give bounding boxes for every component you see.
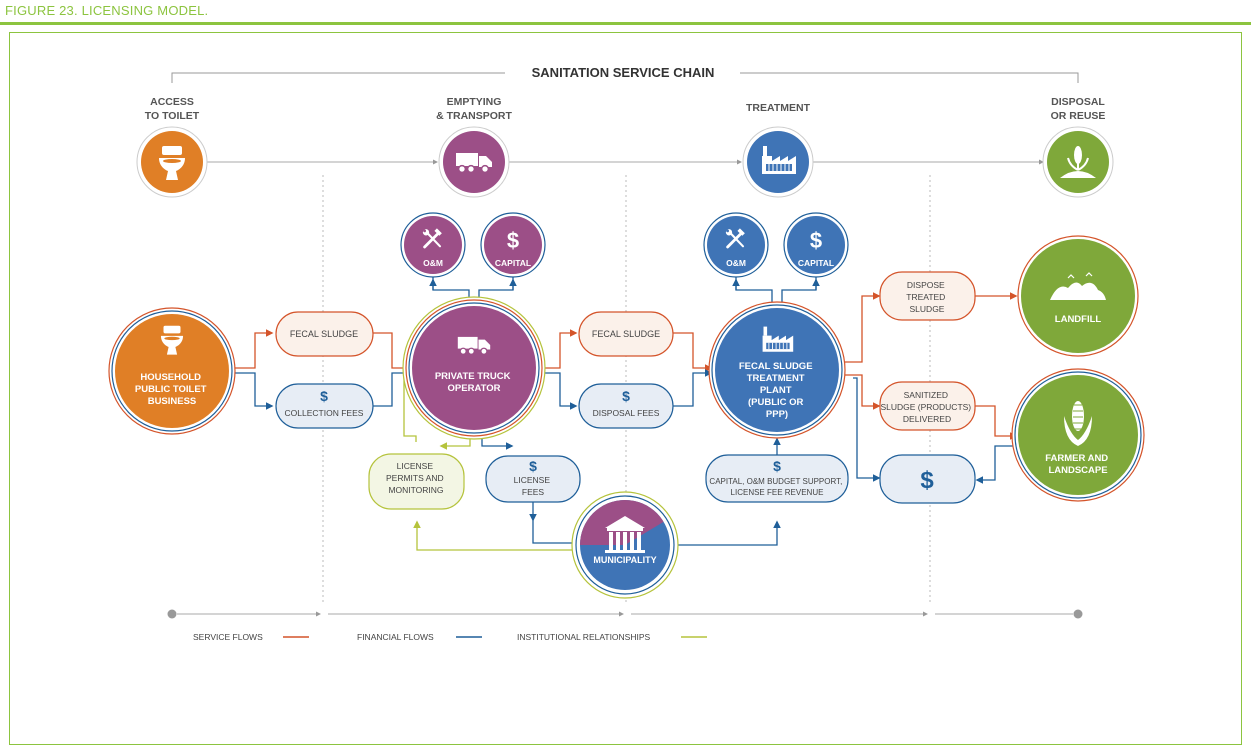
flow-operator-disposal-fees [540,372,578,410]
svg-text:O&M: O&M [423,258,443,268]
svg-text:LANDFILL: LANDFILL [1055,314,1102,325]
box-license-permits: LICENSE PERMITS AND MONITORING [368,453,465,510]
title-rule [0,22,1251,25]
box-fecal-sludge-1: FECAL SLUDGE [275,311,374,357]
flow-fecal2-plant [673,332,713,372]
svg-text:DISPOSAL FEES: DISPOSAL FEES [593,408,660,418]
dollar-icon: $ [920,467,934,494]
box-disposal-fees: $ DISPOSAL FEES [578,383,674,429]
svg-text:PRIVATE TRUCK OPERATOR: PRIVATE TRUCK OPERATOR [435,371,513,394]
node-landfill: LANDFILL [1017,235,1139,357]
node-farmer-landscape: FARMER AND LANDSCAPE [1011,368,1145,502]
figure-title: FIGURE 23. LICENSING MODEL. [5,3,209,18]
flow-sanitized-farmer [975,405,1018,440]
flow-fees-operator [373,369,411,407]
svg-text:CAPITAL: CAPITAL [495,258,531,268]
svg-text:LICENSE FEES: LICENSE FEES [514,475,553,497]
timeline-start-dot [167,609,177,619]
box-fecal-sludge-2: FECAL SLUDGE [578,311,674,357]
dollar-icon: $ [622,388,630,404]
stage-treatment-label: TREATMENT [746,102,811,114]
flow-fecal-operator [373,332,411,372]
flow-municipality-budget [669,520,781,546]
flow-plant-sanitized [843,374,881,410]
legend: SERVICE FLOWS FINANCIAL FLOWS INSTITUTIO… [193,632,707,642]
stage-emptying-label: EMPTYING& TRANSPORT [436,96,512,122]
stage-disposal-icon [1042,126,1114,198]
stage-emptying-icon [438,126,510,198]
flow-license-fees-municipality [532,520,581,544]
svg-text:FECAL SLUDGE TREATMENT: FECAL SLUDGE TREATMENT PLANT (PUBLIC OR … [739,361,815,420]
svg-text:FECAL SLUDGE: FECAL SLUDGE [592,329,660,339]
dollar-icon: $ [773,458,781,474]
flow-municipality-permits [413,520,581,551]
flow-plant-revenue [853,377,881,482]
svg-text:FECAL SLUDGE: FECAL SLUDGE [290,329,358,339]
dollar-icon: $ [507,228,519,253]
plant-capital-input: $ CAPITAL [783,212,849,278]
box-sanitized-sludge: SANITIZED SLUDGE (PRODUCTS) DELIVERED [879,381,976,431]
box-license-fees: $ LICENSE FEES [485,455,581,503]
legend-financial-flows: FINANCIAL FLOWS [357,632,434,642]
flow-farmer-revenue [975,445,1016,484]
flow-household-fecal [235,329,274,369]
svg-text:CAPITAL, O&M BUDGET SUPPORT,: CAPITAL, O&M BUDGET SUPPORT, LICENSE FEE… [709,477,844,497]
svg-text:HOUSEHOLD PUBLIC TOILET: HOUSEHOLD PUBLIC TOILET BUSINESS [135,372,209,407]
flow-plant-dispose [843,292,881,363]
stage-access-icon [136,126,208,198]
flow-household-fees [235,372,274,410]
box-revenue: $ [879,454,976,504]
flow-operator-fecal2 [540,329,578,369]
box-collection-fees: $ COLLECTION FEES [275,383,374,429]
node-private-truck-operator: PRIVATE TRUCK OPERATOR [402,296,546,440]
chain-bracket-left [171,72,505,83]
dollar-icon: $ [529,458,537,474]
timeline-end-dot [1073,609,1083,619]
node-household: HOUSEHOLD PUBLIC TOILET BUSINESS [108,307,236,435]
svg-text:MUNICIPALITY: MUNICIPALITY [593,555,656,565]
legend-institutional-relationships: INSTITUTIONAL RELATIONSHIPS [517,632,651,642]
node-treatment-plant: FECAL SLUDGE TREATMENT PLANT (PUBLIC OR … [708,301,846,439]
figure-frame [9,32,1242,745]
corn-icon [1064,401,1092,446]
plant-om-input: O&M [703,212,769,278]
landfill-icon [1050,272,1106,300]
svg-text:LICENSE PERMITS AND: LICENSE PERMITS AND MONITORING [386,461,446,495]
box-budget-support: $ CAPITAL, O&M BUDGET SUPPORT, LICENSE F… [705,454,849,503]
dollar-icon: $ [320,388,328,404]
operator-om-input: O&M [400,212,466,278]
dollar-icon: $ [810,228,822,253]
operator-capital-input: $ CAPITAL [480,212,546,278]
stage-treatment-icon [742,126,814,198]
svg-text:O&M: O&M [726,258,746,268]
legend-service-flows: SERVICE FLOWS [193,632,263,642]
crop-icon [1060,146,1096,178]
svg-text:CAPITAL: CAPITAL [798,258,834,268]
box-dispose-treated-sludge: DISPOSE TREATED SLUDGE [879,271,976,321]
flow-disposal-fees-plant [673,369,713,407]
svg-text:FARMER AND LANDSCAPE: FARMER AND LANDSCAPE [1045,453,1111,476]
node-municipality: MUNICIPALITY [571,491,679,599]
svg-text:COLLECTION FEES: COLLECTION FEES [285,408,364,418]
chain-title: SANITATION SERVICE CHAIN [532,65,715,80]
svg-text:SANITIZED SLUDGE (PRODUC: SANITIZED SLUDGE (PRODUCTS) DELIVERED [880,390,973,424]
chain-bracket-right [740,72,1079,83]
svg-text:DISPOSE TREATED SL: DISPOSE TREATED SLUDGE [906,280,947,314]
